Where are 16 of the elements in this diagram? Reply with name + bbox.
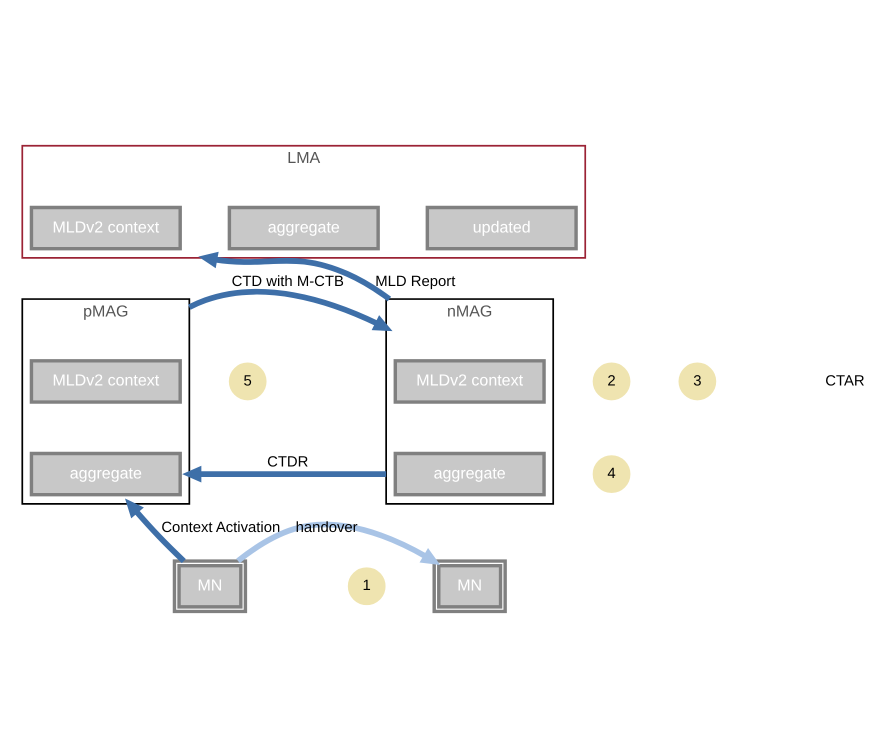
edge-label: CTDR <box>267 454 308 470</box>
arrow <box>182 465 386 482</box>
node-circle: 2 <box>592 362 630 400</box>
arrow <box>125 498 186 563</box>
edge-label: Context Activation <box>161 519 280 536</box>
arrow <box>198 251 392 301</box>
node-circle: 5 <box>228 362 267 400</box>
edge-label: handover <box>296 519 358 536</box>
node-circle: 1 <box>348 566 386 605</box>
node-circle: 3 <box>678 362 716 400</box>
label: CTAR <box>825 372 865 389</box>
arrow <box>236 521 440 565</box>
edge-label: MLD Report <box>375 273 456 290</box>
edge-label: CTD with M-CTB <box>232 273 344 290</box>
node-circle: 4 <box>592 454 630 492</box>
arrow <box>188 288 393 331</box>
